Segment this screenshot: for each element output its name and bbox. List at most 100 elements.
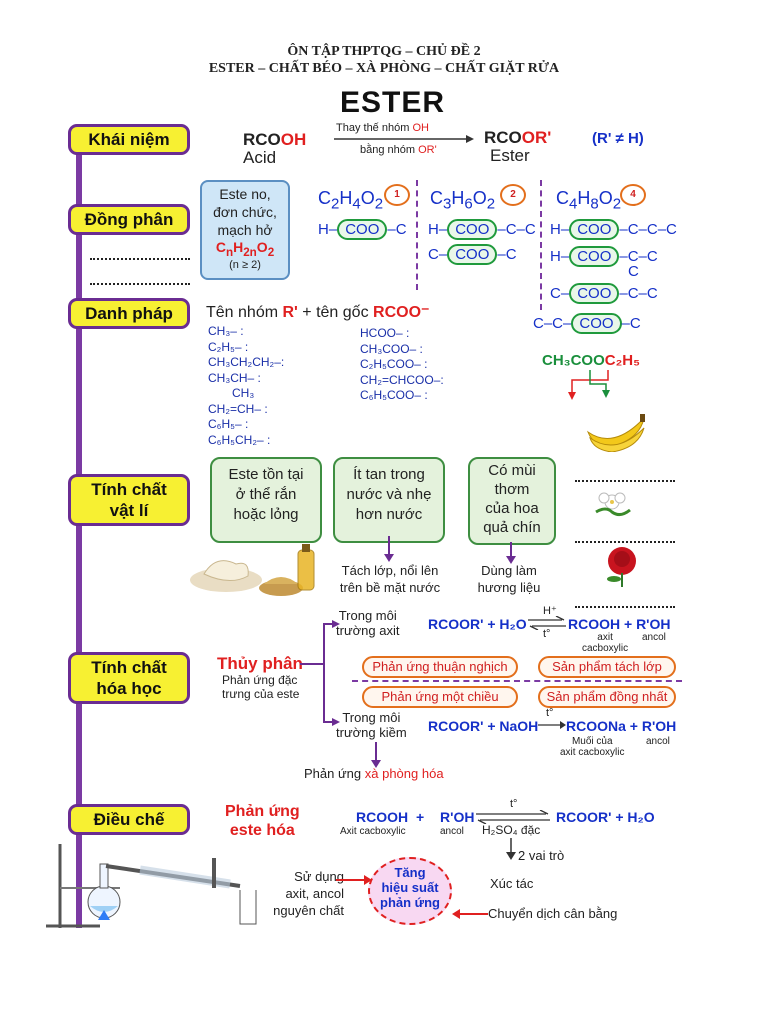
salt-label: Muối của axit cacboxylic bbox=[560, 736, 624, 758]
prep-eq-plus: + bbox=[416, 809, 425, 825]
catalyst-label: Xúc tác bbox=[490, 876, 534, 891]
dotted-leader bbox=[575, 606, 675, 608]
aroma-note-line: Dùng làm bbox=[481, 563, 537, 578]
use-pure-note: Sử dụng axit, ancol nguyên chất bbox=[262, 868, 344, 919]
base-cond: t° bbox=[546, 707, 554, 719]
acid-product-label: axit cacboxylic bbox=[582, 632, 628, 654]
prep-eq-left2: R'OH bbox=[440, 809, 475, 825]
alcohol-label: ancol bbox=[646, 736, 670, 747]
isomer-count-badge: 4 bbox=[620, 184, 646, 206]
isomer-chain: C–COO–C bbox=[428, 244, 517, 265]
isomer-chain: H–COO–C–C–C bbox=[550, 219, 677, 240]
acid-cond-top: H⁺ bbox=[543, 605, 557, 617]
acid-label: Acid bbox=[243, 148, 277, 167]
shift-equilibrium: Chuyển dịch cân bằng bbox=[488, 906, 618, 921]
radical-item: CH₃ bbox=[232, 386, 255, 400]
prep-eq-right: RCOOR' + H₂O bbox=[556, 809, 655, 825]
base-env-line: Trong môi bbox=[342, 710, 401, 725]
acid-radical-item: CH₂=CHCOO–: bbox=[360, 372, 444, 387]
isomer-chain: C–COO–C–C bbox=[550, 283, 658, 304]
general-formula: CnH2nO2 bbox=[215, 239, 275, 259]
rose-icon bbox=[607, 547, 636, 587]
acid-env-label: Trong môi trường axit bbox=[336, 608, 399, 638]
formula-c3h6o2: C3H6O2 bbox=[430, 188, 496, 213]
base-env-line: trường kiềm bbox=[336, 725, 407, 740]
ester-formula: RCOOR' bbox=[484, 128, 552, 147]
use-pure-line: nguyên chất bbox=[273, 903, 344, 918]
acid-formula: RCOOH bbox=[243, 130, 307, 149]
acid-eq-right: RCOOH + R'OH bbox=[568, 616, 671, 632]
category-dong-phan: Đồng phân bbox=[68, 204, 190, 235]
use-pure-line: Sử dụng bbox=[294, 869, 344, 884]
prep-cond-top: t° bbox=[510, 798, 518, 810]
two-roles: 2 vai trò bbox=[518, 848, 565, 863]
fat-and-oil-image bbox=[190, 544, 315, 596]
hydrolysis-desc-line: Phản ứng đặc bbox=[222, 673, 298, 687]
alcohol-label: ancol bbox=[642, 632, 666, 643]
category-dieu-che: Điều chế bbox=[68, 804, 190, 835]
arrow-down-icon bbox=[371, 742, 381, 768]
one-way-tag: Phản ứng một chiều bbox=[362, 686, 518, 708]
separate-layer-tag: Sản phẩm tách lớp bbox=[538, 656, 676, 678]
radical-item: C₆H₅– : bbox=[208, 417, 249, 431]
isomer-chain: H–COO–C bbox=[318, 219, 407, 240]
hydrolysis-desc-line: trưng của este bbox=[222, 687, 300, 701]
reversible-arrow-icon bbox=[528, 616, 566, 630]
acid-eq-left: RCOOR' + H₂O bbox=[428, 616, 527, 632]
divider bbox=[416, 180, 418, 290]
general-desc-1: Este no, bbox=[219, 186, 271, 202]
branch-carbon: C bbox=[628, 263, 639, 280]
hydrolysis-branch-arrows bbox=[300, 620, 340, 726]
saponification-label: Phản ứng xà phòng hóa bbox=[304, 766, 444, 781]
esterification-title-line: este hóa bbox=[229, 822, 295, 839]
isomer-chain: C–C–COO–C bbox=[533, 313, 641, 334]
arrow-right-icon bbox=[336, 875, 372, 885]
formula-c4h8o2: C4H8O2 bbox=[556, 188, 622, 213]
acid-cond-bottom: t° bbox=[543, 628, 551, 640]
salt-label-line: Muối của bbox=[571, 736, 613, 747]
acid-product-line: axit bbox=[597, 632, 613, 643]
physical-state-box: Este tồn tại ở thể rắn hoặc lỏng bbox=[210, 457, 322, 543]
base-eq-left: RCOOR' + NaOH bbox=[428, 718, 539, 734]
ester-label: Ester bbox=[490, 146, 530, 165]
aroma-note: Dùng làm hương liệu bbox=[474, 562, 544, 596]
acid-env-line: trường axit bbox=[336, 623, 400, 638]
prep-cond-bottom: H₂SO₄ đặc bbox=[482, 823, 541, 837]
naming-example-arrows bbox=[568, 370, 610, 400]
arrow-down-icon bbox=[506, 542, 516, 564]
arrow-right-icon bbox=[538, 721, 566, 729]
acid-radical-item: HCOO– : bbox=[360, 326, 410, 340]
doc-header-line1: ÔN TẬP THPTQG – CHỦ ĐỀ 2 bbox=[287, 44, 481, 59]
homogeneous-tag: Sản phẩm đồng nhất bbox=[538, 686, 676, 708]
arrow-right-icon bbox=[334, 135, 474, 143]
acid-product-line: cacboxylic bbox=[582, 643, 629, 654]
esterification-title-line: Phản ứng bbox=[225, 803, 300, 820]
solubility-line: nước và nhẹ bbox=[346, 486, 432, 503]
increase-yield-line: Tăng bbox=[394, 865, 426, 880]
dotted-leader bbox=[575, 480, 675, 482]
arrow-down-icon bbox=[506, 838, 516, 860]
radical-item: C₂H₅– : bbox=[208, 339, 249, 354]
solubility-note-line: Tách lớp, nổi lên bbox=[341, 563, 439, 578]
category-danh-phap: Danh pháp bbox=[68, 298, 190, 329]
base-eq-right: RCOONa + R'OH bbox=[566, 718, 677, 734]
reversible-tag: Phản ứng thuận nghịch bbox=[362, 656, 518, 678]
physical-state-line: Este tồn tại bbox=[228, 466, 304, 483]
naming-rule: Tên nhóm R' + tên gốc RCOO⁻ bbox=[206, 304, 430, 321]
banana-icon bbox=[586, 414, 645, 452]
solubility-note-line: trên bề mặt nước bbox=[339, 580, 441, 595]
arrow-left-icon bbox=[452, 909, 488, 919]
hydrolysis-desc: Phản ứng đặc trưng của este bbox=[222, 673, 299, 701]
arrow-top-text: Thay thế nhóm OH bbox=[336, 122, 429, 134]
solubility-line: hơn nước bbox=[355, 506, 423, 523]
main-title: ESTER bbox=[340, 86, 446, 119]
doc-header-line2: ESTER – CHẤT BÉO – XÀ PHÒNG – CHẤT GIẶT … bbox=[208, 61, 560, 76]
dotted-leader bbox=[90, 258, 190, 260]
formula-c2h4o2: C2H4O2 bbox=[318, 188, 384, 213]
acid-env-line: Trong môi bbox=[338, 608, 397, 623]
acid-reactant-label: Axit cacboxylic bbox=[340, 826, 406, 837]
increase-yield-line: phản ứng bbox=[380, 895, 440, 910]
aroma-line: quả chín bbox=[483, 519, 541, 536]
aroma-line: Có mùi bbox=[488, 462, 536, 479]
general-condition: (n ≥ 2) bbox=[229, 258, 261, 271]
